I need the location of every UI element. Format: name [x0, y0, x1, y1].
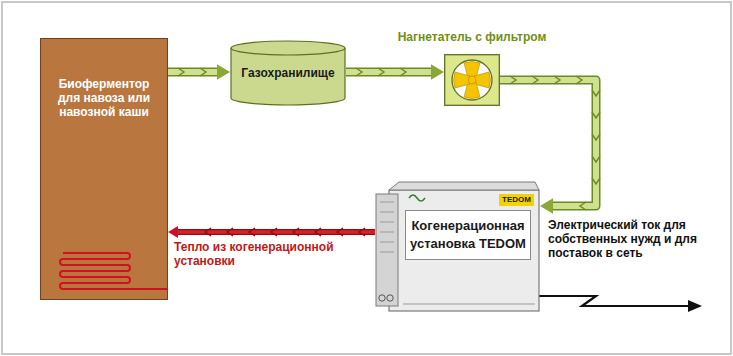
- blower-with-filter: Нагнетатель с фильтром: [394, 30, 550, 106]
- fan-box: [444, 54, 500, 106]
- unit-name-panel: Когенерационная установка TEDOM: [405, 210, 531, 260]
- unit-label: Когенерационная установка TEDOM: [410, 217, 526, 253]
- gas-arrow: [168, 64, 230, 80]
- heat-arrow: [168, 226, 375, 238]
- blower-heading: Нагнетатель с фильтром: [394, 30, 550, 44]
- electricity-note: Электрический ток для собственных нужд и…: [548, 218, 726, 260]
- fan-symbol: [444, 54, 500, 106]
- tank-label: Биоферментор для навоза или навозной каш…: [41, 39, 167, 119]
- gas-arrow: [500, 76, 600, 214]
- cogeneration-unit: TEDOM Когенерационная установка TEDOM: [375, 180, 540, 312]
- fermenter-tank: Биоферментор для навоза или навозной каш…: [40, 38, 168, 300]
- gas-arrow: [346, 64, 444, 80]
- storage-label: Газохранилище: [230, 66, 346, 80]
- brand-logo: TEDOM: [499, 194, 534, 206]
- gas-storage-cylinder: Газохранилище: [230, 40, 346, 106]
- edge-label: Тепло из когенерационной установки: [174, 240, 334, 268]
